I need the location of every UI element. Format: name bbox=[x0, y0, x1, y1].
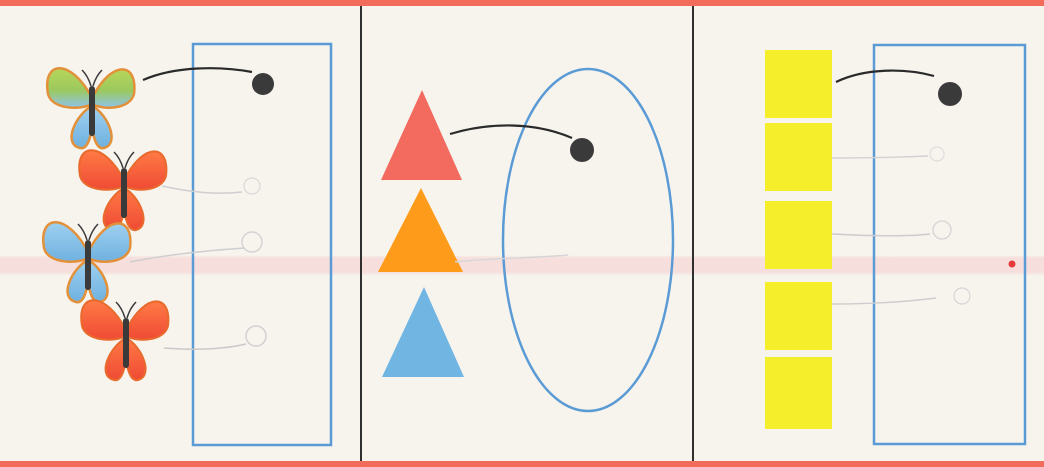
triangle-faint-line bbox=[455, 255, 568, 262]
triangle-orange[interactable] bbox=[378, 188, 463, 272]
panel-butterflies bbox=[43, 44, 331, 445]
square-yellow-1[interactable] bbox=[765, 50, 832, 118]
butterfly-faint-dot-2 bbox=[244, 178, 260, 194]
butterfly-4[interactable] bbox=[81, 300, 168, 380]
triangle-red[interactable] bbox=[381, 90, 462, 180]
butterfly-faint-line-4 bbox=[164, 344, 246, 349]
triangle-example-dot bbox=[570, 138, 594, 162]
square-faint-line-3 bbox=[832, 234, 930, 236]
butterfly-faint-line-3 bbox=[130, 248, 245, 262]
square-example-line bbox=[836, 71, 934, 82]
triangle-blue[interactable] bbox=[382, 287, 464, 377]
triangle-example-line bbox=[450, 125, 572, 138]
square-yellow-5[interactable] bbox=[765, 357, 832, 429]
square-yellow-3[interactable] bbox=[765, 201, 832, 269]
square-yellow-4[interactable] bbox=[765, 282, 832, 350]
panel-squares bbox=[765, 45, 1025, 444]
butterfly-faint-dot-4 bbox=[246, 326, 266, 346]
triangle-target-ellipse[interactable] bbox=[503, 69, 673, 411]
butterfly-example-line bbox=[143, 68, 252, 80]
square-faint-dot-3 bbox=[933, 221, 951, 239]
butterfly-2[interactable] bbox=[79, 150, 166, 230]
panel-triangles bbox=[378, 69, 673, 411]
butterfly-example-dot bbox=[252, 73, 274, 95]
butterfly-faint-dot-3 bbox=[242, 232, 262, 252]
butterfly-1[interactable] bbox=[47, 68, 134, 148]
square-faint-line-2 bbox=[832, 156, 928, 158]
square-faint-line-4 bbox=[832, 298, 936, 304]
square-example-dot bbox=[938, 82, 962, 106]
square-yellow-2[interactable] bbox=[765, 123, 832, 191]
butterfly-3[interactable] bbox=[43, 222, 130, 302]
square-faint-dot-4 bbox=[954, 288, 970, 304]
red-speck bbox=[1009, 261, 1016, 268]
square-faint-dot-2 bbox=[930, 147, 944, 161]
butterfly-faint-line-2 bbox=[162, 186, 242, 193]
